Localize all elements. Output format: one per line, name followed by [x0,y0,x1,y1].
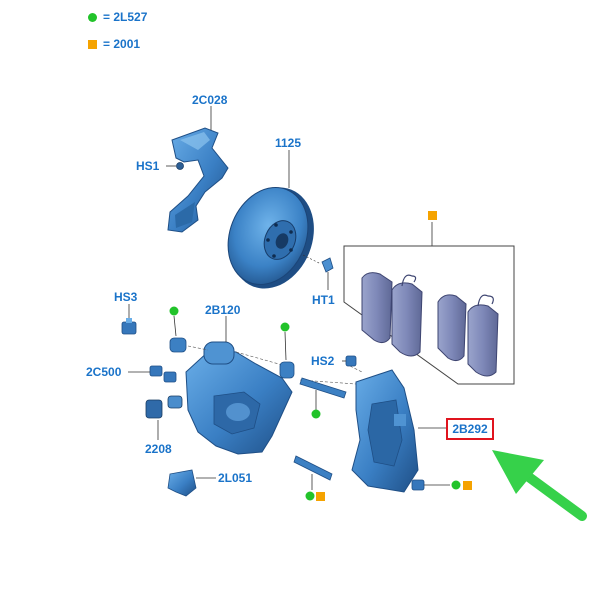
bushings [145,395,183,440]
legend-text: = 2001 [103,37,141,51]
label-2L051: 2L051 [218,471,252,485]
label-1125: 1125 [275,136,301,150]
guide-pin-long [299,377,347,410]
label-2B120: 2B120 [205,303,241,317]
legend-item-green: = 2L527 [88,10,147,24]
orange-square-icon [316,492,325,501]
label-HS1: HS1 [136,159,160,173]
label-HS2: HS2 [311,354,335,368]
green-dot-icon [280,322,290,332]
green-dot-icon [305,491,315,501]
label-2B292: 2B292 [452,422,488,436]
brake-pad-kit [343,211,515,385]
label-2C028: 2C028 [192,93,228,107]
legend-item-orange: = 2001 [88,37,140,51]
label-HS3: HS3 [114,290,138,304]
caliper-bracket [351,369,419,493]
caliper-housing [185,341,293,455]
green-dot-icon [88,12,97,22]
guide-pin-lower [293,455,333,490]
screw-ht1 [302,254,334,290]
green-dot-icon [169,306,179,316]
orange-square-icon [463,481,472,490]
orange-square-icon [428,211,437,220]
label-2C500: 2C500 [86,365,122,379]
green-dot-icon [451,480,461,490]
assembly-guides [187,345,363,385]
splash-shield [167,127,229,233]
anti-rattle-clip [167,469,216,497]
highlighted-part-label: 2B292 [446,418,494,440]
legend-text: = 2L527 [103,10,148,24]
bolt-hs1 [166,162,184,170]
guide-pin-upper [169,337,187,353]
highlight-arrow [492,450,587,521]
bolt-hs2 [342,355,357,367]
orange-square-icon [88,39,97,49]
bracket-bolt [411,479,450,491]
green-dot-icon [311,409,321,419]
bolt-hs3 [121,304,137,335]
guide-pin-right [279,361,295,379]
brake-disc [227,187,314,289]
label-2208: 2208 [145,442,172,456]
label-HT1: HT1 [312,293,335,307]
bleed-screw [128,365,177,383]
